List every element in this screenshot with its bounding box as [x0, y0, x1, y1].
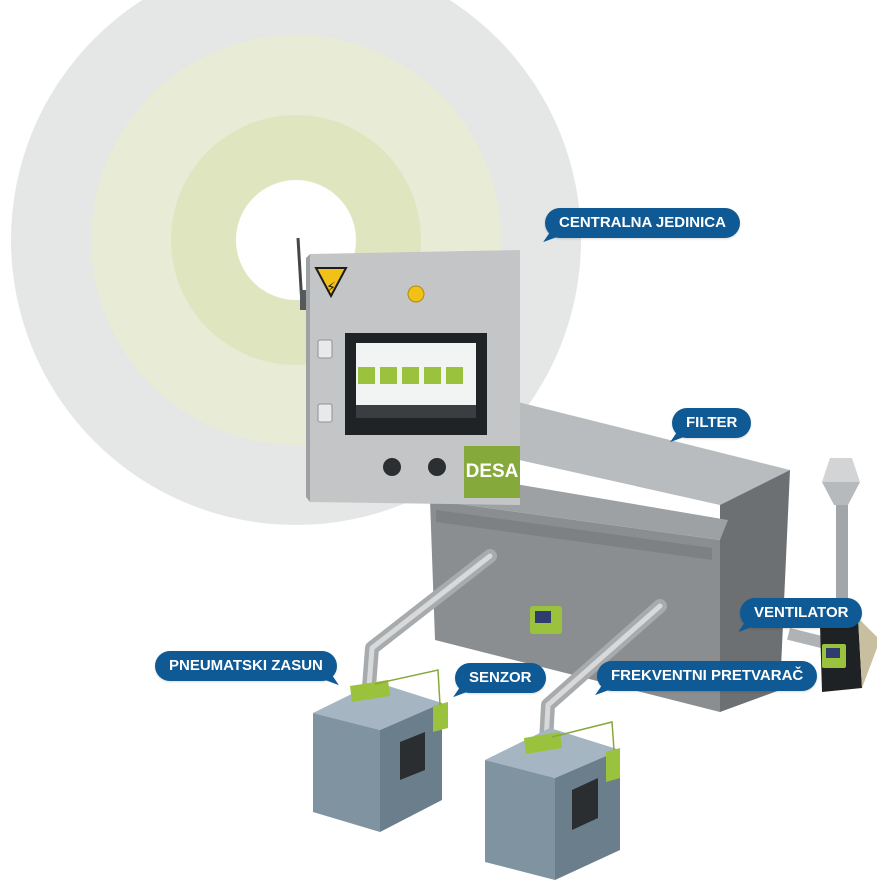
callout-frequency-converter: FREKVENTNI PRETVARAČ	[597, 661, 818, 691]
pneumatic-valve-box-2	[485, 721, 620, 880]
central-control-cabinet: ⚡	[296, 237, 520, 505]
callout-central-unit: CENTRALNA JEDINICA	[545, 208, 740, 238]
status-lamp-icon	[407, 285, 425, 303]
svg-text:⚡: ⚡	[326, 280, 336, 296]
callout-filter: FILTER	[672, 408, 752, 438]
pneumatic-valve-box-1	[313, 669, 448, 832]
high-voltage-warning-icon	[314, 267, 348, 299]
ventilator-unit	[787, 458, 877, 692]
brand-label: DESA	[464, 446, 520, 498]
callout-pneumatic-valve: PNEUMATSKI ZASUN	[155, 651, 337, 681]
callout-ventilator: VENTILATOR	[740, 598, 863, 628]
callout-sensor: SENZOR	[455, 663, 546, 693]
